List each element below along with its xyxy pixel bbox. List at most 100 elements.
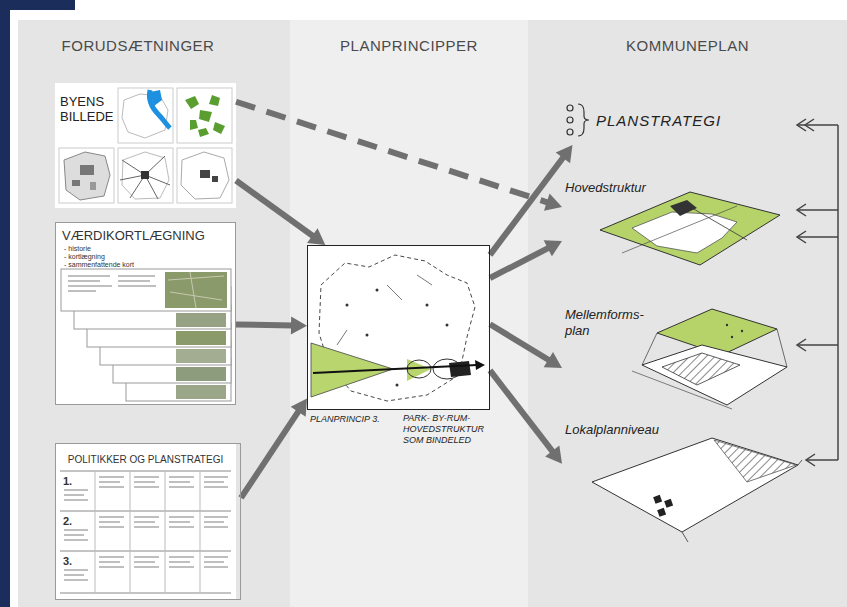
thumbnail-grid (90, 182, 96, 190)
arrow-head (291, 398, 307, 416)
district-planes (657, 309, 777, 355)
district-planes (642, 345, 787, 405)
text-slot: - sammenfattende kort (64, 261, 134, 269)
page-frame (528, 20, 847, 607)
arrow-head (544, 194, 562, 211)
document-panel: VÆRDIKORTLÆGNING- historie- kortlægning-… (55, 222, 236, 405)
text-slot: - kortlægning (64, 253, 105, 261)
column-band: KOMMUNEPLANPLANSTRATEGIHovedstrukturMell… (528, 20, 847, 607)
page-frame (0, 0, 75, 10)
text-slot: Lokalplanniveau (565, 422, 659, 438)
thumbnail-grid (177, 88, 232, 143)
arrow-line (490, 370, 553, 452)
arrow-line (490, 324, 550, 361)
node-label: VÆRDIKORTLÆGNING (62, 228, 205, 244)
policy-table (64, 477, 228, 500)
flow-arrow (490, 145, 573, 255)
plan-level: Lokalplanniveau (562, 420, 802, 545)
strategy-bracket (567, 129, 573, 135)
thumbnail-grid (55, 83, 236, 208)
thumbnail-grid (80, 165, 94, 175)
flow-arrow (241, 398, 307, 498)
flow-arrow (490, 324, 562, 368)
table-panel: POLITIKKER OG PLANSTRATEGI1.2.3. (55, 443, 241, 600)
flow-arrow (490, 240, 562, 278)
arrow-head (544, 352, 562, 368)
thumbnail-grid (118, 88, 173, 143)
text-slot: Mellemforms-plan (565, 307, 650, 338)
strategy-bracket (567, 105, 573, 111)
principle-sketch (307, 245, 490, 410)
text-slot: VÆRDIKORTLÆGNING (62, 228, 205, 244)
strategy-bracket (578, 104, 589, 136)
node-text: - historie (64, 245, 91, 253)
arrow-line (236, 102, 549, 203)
policy-table (95, 471, 200, 593)
thumbnail-grid (212, 176, 218, 182)
arrow-head (307, 228, 325, 245)
flow-arrow (236, 181, 325, 246)
structure-plane (670, 200, 697, 216)
structure-plane (600, 192, 780, 265)
text-slot: 3. (63, 555, 72, 568)
principle-sketch (407, 359, 431, 381)
document-stack (55, 222, 236, 405)
policy-table (55, 443, 236, 600)
district-planes (726, 324, 728, 326)
node-text: 1. (63, 475, 72, 488)
strategy-bracket (567, 104, 589, 136)
district-planes (741, 330, 743, 332)
document-stack (61, 269, 231, 311)
thumbnail-grid (118, 148, 173, 203)
text-slot: BYENS BILLEDE (60, 95, 116, 125)
document-stack (68, 276, 156, 291)
structure-plane (622, 206, 737, 253)
text-slot: PLANSTRATEGI (596, 112, 721, 130)
text-slot: PLANPRINCIP 3. (310, 414, 398, 425)
thumbnail-grid (141, 171, 149, 179)
arrow-line (241, 410, 299, 498)
district-planes (642, 329, 787, 405)
text-slot: - historie (64, 245, 91, 253)
arrow-head (291, 317, 307, 335)
node-label: PLANSTRATEGI (596, 112, 721, 130)
thumbnail-grid (177, 148, 232, 203)
node-text: 3. (63, 555, 72, 568)
text-slot: FORUDSÆTNINGER (18, 37, 258, 55)
local-plane (664, 499, 673, 508)
thumbnail-grid (72, 180, 80, 186)
text-slot: 1. (63, 475, 72, 488)
column-band: FORUDSÆTNINGER BYENS BILLEDE VÆRDIKORTLÆGN… (18, 20, 290, 607)
thumbnail-grid (185, 95, 225, 137)
document-stack (168, 272, 224, 308)
local-plane (592, 438, 798, 532)
text-slot: Hovedstruktur (565, 180, 646, 196)
plan-level: Hovedstruktur (562, 178, 790, 275)
principle-sketch (337, 275, 432, 345)
feedback-bracket (797, 119, 838, 466)
node-text: - sammenfattende kort (64, 261, 134, 269)
page-frame (290, 20, 528, 607)
node-text: - kortlægning (64, 253, 105, 261)
plan-level: Mellemforms-plan (562, 305, 790, 410)
local-plane (653, 495, 662, 504)
structure-plane (600, 192, 780, 265)
feedback-bracket (797, 204, 806, 216)
arrow-head (545, 446, 562, 464)
local-plane (592, 438, 802, 542)
node-label: PLANPRINCIPPER (290, 37, 528, 55)
node-label: Hovedstruktur (565, 180, 646, 196)
flow-arrow (236, 317, 307, 335)
column-band: PLANPRINCIPPER PLANPRINCIP 3. PARK- BY-RUM… (290, 20, 528, 607)
strategy-note: PLANSTRATEGI (562, 100, 772, 145)
principle-sketch (426, 304, 429, 307)
local-plane (682, 460, 802, 542)
strategy-bracket (567, 117, 573, 123)
local-plane (714, 440, 796, 482)
principle-sketch (366, 334, 369, 337)
feedback-bracket (797, 125, 838, 460)
arrow-line (236, 324, 293, 325)
document-stack (55, 222, 236, 405)
node-text: PARK- BY-RUM- HOVEDSTRUKTUR SOM BINDELED (403, 413, 493, 445)
